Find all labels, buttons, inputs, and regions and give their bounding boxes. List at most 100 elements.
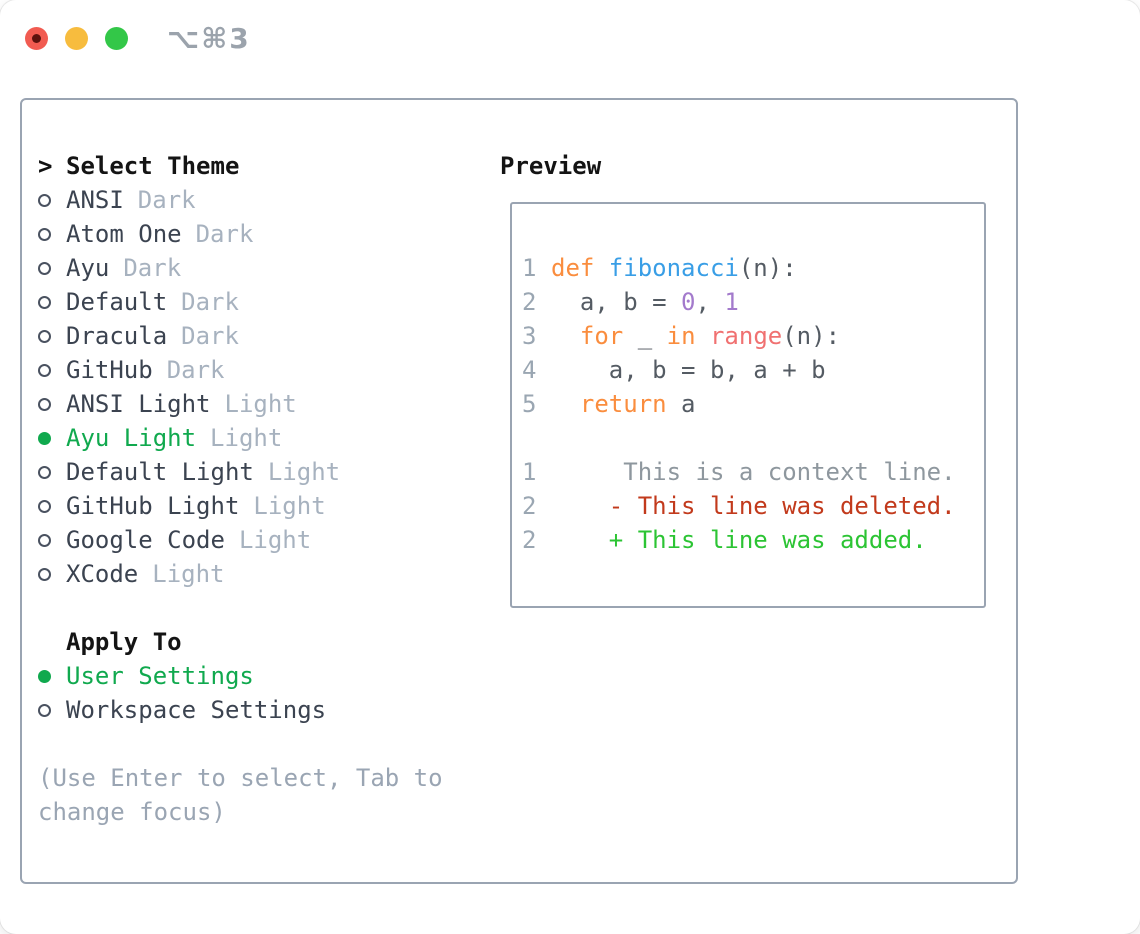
line-number: 2 <box>522 288 537 316</box>
line-number: 1 <box>522 254 537 282</box>
code-line: 2 a, b = 0, 1 <box>522 285 984 319</box>
token-fn: fibonacci <box>608 254 739 282</box>
token-plain <box>551 322 580 350</box>
code-line: 3 for _ in range(n): <box>522 319 984 353</box>
theme-name: ANSI <box>66 186 124 214</box>
theme-option-default-light[interactable]: Default Light Light <box>38 455 478 489</box>
token-del: - This line was deleted. <box>551 492 956 520</box>
theme-variant-badge: Light <box>238 526 312 554</box>
token-plain: (n): <box>782 322 841 350</box>
token-plain: a, b = <box>551 288 682 316</box>
theme-name: Dracula <box>66 322 168 350</box>
code-text: return a <box>551 390 696 418</box>
theme-option-default[interactable]: Default Dark <box>38 285 478 319</box>
apply-to-header: Apply To <box>38 625 478 659</box>
code-line: 5 return a <box>522 387 984 421</box>
radio-icon <box>38 295 51 309</box>
token-num: 0 <box>681 288 696 316</box>
keyboard-shortcut-label: ⌥⌘3 <box>167 22 251 55</box>
code-line: 1 def fibonacci(n): <box>522 251 984 285</box>
theme-option-google-code[interactable]: Google Code Light <box>38 523 478 557</box>
line-number: 2 <box>522 526 537 554</box>
theme-variant-badge: Light <box>224 390 297 418</box>
token-ctx: This is a context line. <box>551 458 956 486</box>
token-kw: for <box>579 322 624 350</box>
theme-name: Default <box>66 288 168 316</box>
radio-icon <box>38 363 51 377</box>
theme-name: Default Light <box>66 458 254 486</box>
token-plain: (n): <box>738 254 797 282</box>
preview-title: Preview <box>500 152 602 180</box>
code-line: 1 This is a context line. <box>522 455 984 489</box>
theme-name: XCode <box>66 560 139 588</box>
token-plain: a <box>666 390 696 418</box>
radio-icon <box>38 567 51 581</box>
code-text: This is a context line. <box>551 458 956 486</box>
spacer <box>38 591 478 625</box>
radio-selected-icon <box>38 669 51 683</box>
token-plain <box>696 322 710 350</box>
token-plain <box>551 390 580 418</box>
radio-icon <box>38 193 51 207</box>
theme-name: ANSI Light <box>66 390 211 418</box>
help-text: (Use Enter to select, Tab to change focu… <box>38 764 443 826</box>
token-call: range <box>709 322 783 350</box>
theme-option-ansi-light[interactable]: ANSI Light Light <box>38 387 478 421</box>
select-theme-title: Select Theme <box>66 152 240 180</box>
theme-variant-badge: Light <box>210 424 283 452</box>
theme-option-dracula[interactable]: Dracula Dark <box>38 319 478 353</box>
token-plain: a, b = b, a + b <box>551 356 826 384</box>
theme-variant-badge: Light <box>253 492 326 520</box>
code-text: + This line was added. <box>551 526 927 554</box>
theme-variant-badge: Dark <box>123 254 182 282</box>
radio-icon <box>38 227 51 241</box>
line-number: 2 <box>522 492 537 520</box>
theme-variant-badge: Light <box>152 560 225 588</box>
theme-variant-badge: Dark <box>181 288 239 316</box>
token-plain: _ <box>623 322 667 350</box>
apply-option-label: Workspace Settings <box>66 696 327 724</box>
line-number: 1 <box>522 458 537 486</box>
line-number: 5 <box>522 390 537 418</box>
radio-icon <box>38 261 51 275</box>
code-line: 2 + This line was added. <box>522 523 984 557</box>
close-button-dot-icon <box>32 34 41 43</box>
radio-selected-icon <box>38 431 51 445</box>
code-line: 2 - This line was deleted. <box>522 489 984 523</box>
token-add: + This line was added. <box>551 526 927 554</box>
apply-option-user-settings[interactable]: User Settings <box>38 659 478 693</box>
token-num: 1 <box>724 288 739 316</box>
code-text: def fibonacci(n): <box>551 254 797 282</box>
token-kw: def <box>551 254 609 282</box>
theme-variant-badge: Dark <box>195 220 254 248</box>
zoom-button[interactable] <box>105 27 128 50</box>
close-button[interactable] <box>25 27 48 50</box>
code-text: for _ in range(n): <box>551 322 840 350</box>
code-text: a, b = b, a + b <box>551 356 826 384</box>
blank-line <box>522 421 984 455</box>
theme-name: GitHub <box>66 356 153 384</box>
prompt-icon: > <box>38 152 53 180</box>
apply-option-workspace-settings[interactable]: Workspace Settings <box>38 693 478 727</box>
theme-variant-badge: Light <box>267 458 341 486</box>
radio-icon <box>38 465 51 479</box>
line-number: 4 <box>522 356 537 384</box>
theme-name: Google Code <box>66 526 225 554</box>
radio-icon <box>38 533 51 547</box>
theme-option-ayu[interactable]: Ayu Dark <box>38 251 478 285</box>
apply-to-title: Apply To <box>66 628 182 656</box>
theme-variant-badge: Dark <box>181 322 239 350</box>
theme-name: Ayu <box>66 254 110 282</box>
theme-option-xcode[interactable]: XCode Light <box>38 557 478 591</box>
minimize-button[interactable] <box>65 27 88 50</box>
